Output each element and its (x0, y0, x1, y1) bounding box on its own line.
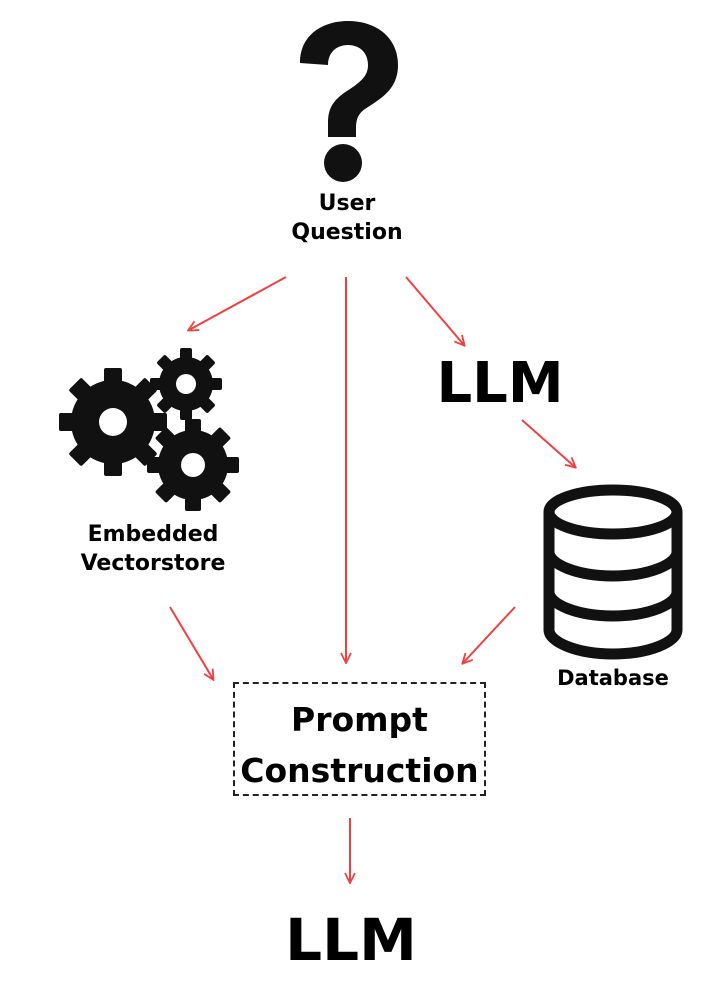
llm-bottom-label: LLM (285, 906, 417, 974)
prompt-construction-line2: Construction (240, 751, 479, 791)
user-question-line2: Question (291, 220, 403, 246)
embedded-vectorstore-label: Embedded Vectorstore (53, 520, 253, 578)
gears-icon (59, 348, 239, 511)
arrow-vectorstore-to-prompt (169, 606, 213, 679)
user-question-label: User Question (247, 189, 447, 247)
arrow-question-to-vectorstore (189, 276, 287, 330)
question-mark-icon (300, 21, 398, 182)
embedded-vectorstore-line2: Vectorstore (80, 551, 226, 577)
prompt-construction-label: Prompt Construction (235, 694, 484, 796)
prompt-construction-line1: Prompt (291, 700, 428, 739)
arrow-database-to-prompt (463, 606, 516, 663)
arrow-llm-to-database (521, 419, 575, 467)
user-question-line1: User (318, 191, 376, 216)
database-label: Database (557, 666, 669, 690)
arrow-question-to-llm (405, 276, 464, 345)
prompt-construction-box: Prompt Construction (233, 682, 486, 796)
embedded-vectorstore-line1: Embedded (87, 522, 219, 547)
database-icon (543, 484, 683, 660)
llm-middle-label: LLM (436, 351, 564, 416)
